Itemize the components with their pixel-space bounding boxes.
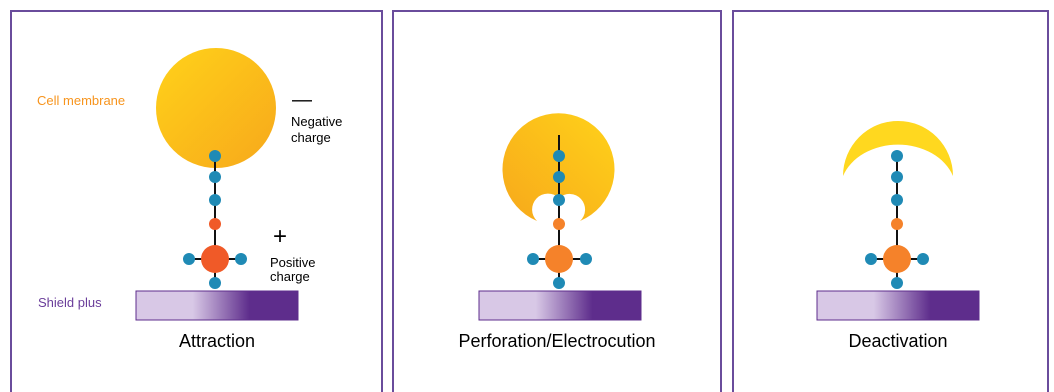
molecule-node-blue — [891, 194, 903, 206]
panel-frame — [10, 10, 383, 392]
molecule-node-blue — [580, 253, 592, 265]
shield-plus-bar — [478, 290, 642, 321]
molecule — [865, 150, 929, 289]
cell-membrane-label: Cell membrane — [37, 93, 125, 108]
panel-caption: Attraction — [179, 331, 255, 351]
molecule-node-orange-small — [891, 218, 903, 230]
molecule-node-blue — [891, 171, 903, 183]
negative-charge-label: Negative — [291, 114, 342, 129]
molecule-node-blue — [209, 171, 221, 183]
panel-caption: Perforation/Electrocution — [458, 331, 655, 351]
panel-perforation: Perforation/Electrocution — [392, 10, 722, 392]
panel-caption: Deactivation — [848, 331, 947, 351]
molecule-node-blue — [183, 253, 195, 265]
panel-deactivation: Deactivation — [732, 10, 1049, 392]
panel-attraction: Cell membrane — Negative charge + Positi… — [10, 10, 383, 392]
molecule-node-orange-large — [201, 245, 229, 273]
molecule-node-blue — [553, 277, 565, 289]
molecule-node-blue — [209, 194, 221, 206]
molecule-node-orange-small — [209, 218, 221, 230]
molecule-node-blue — [209, 150, 221, 162]
shield-plus-bar — [135, 290, 299, 321]
molecule-node-orange-large — [883, 245, 911, 273]
molecule-node-blue — [209, 277, 221, 289]
molecule-node-blue — [891, 150, 903, 162]
panel-frame — [392, 10, 722, 392]
molecule-node-blue — [891, 277, 903, 289]
positive-charge-label: Positive — [270, 255, 316, 270]
positive-charge-symbol: + — [273, 223, 287, 250]
cell-membrane — [156, 48, 276, 168]
molecule-node-blue — [865, 253, 877, 265]
molecule-node-blue — [235, 253, 247, 265]
negative-charge-symbol: — — [292, 89, 312, 111]
positive-charge-label-2: charge — [270, 269, 310, 284]
panel-frame — [732, 10, 1049, 392]
deactivated-membrane-crescent — [843, 121, 953, 176]
molecule-node-blue — [917, 253, 929, 265]
molecule-node-blue — [553, 194, 565, 206]
shield-plus-label: Shield plus — [38, 295, 102, 310]
shield-plus-bar — [816, 290, 980, 321]
molecule-node-blue — [553, 171, 565, 183]
molecule-node-orange-large — [545, 245, 573, 273]
molecule — [527, 135, 592, 289]
molecule-node-orange-small — [553, 218, 565, 230]
negative-charge-label-2: charge — [291, 130, 331, 145]
molecule-node-blue — [553, 150, 565, 162]
molecule-node-blue — [527, 253, 539, 265]
molecule — [183, 150, 247, 289]
